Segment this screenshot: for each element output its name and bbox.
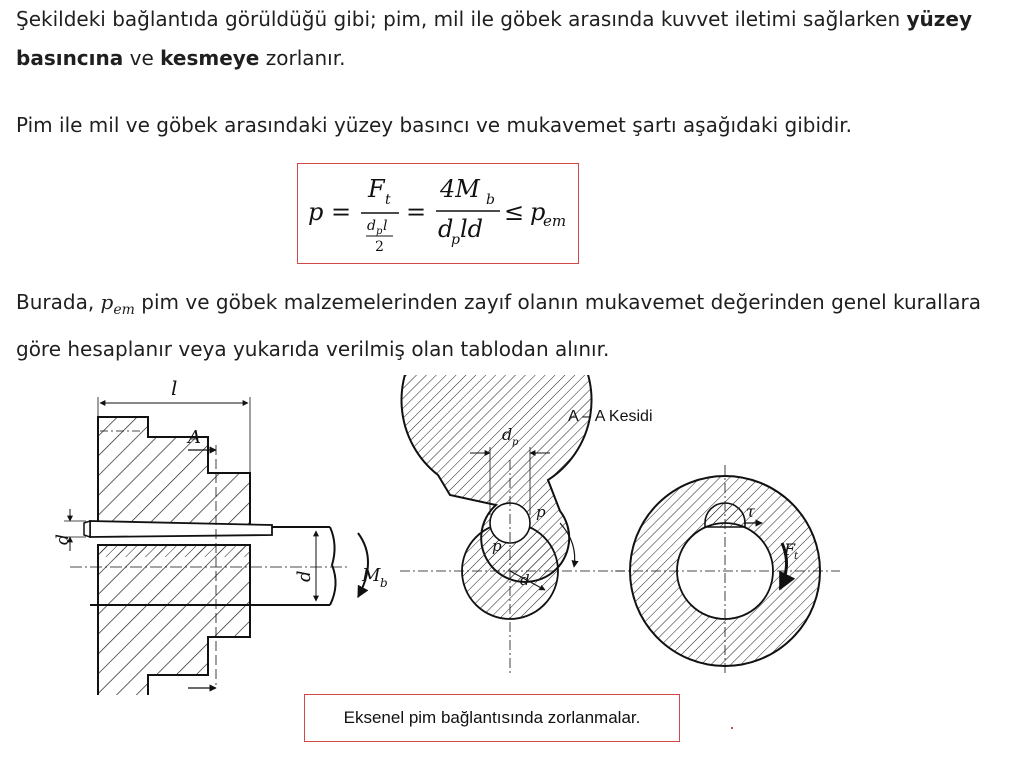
formula-pem-sub: em	[543, 212, 566, 230]
label-p-upper: p	[536, 503, 546, 521]
formula-pem: p	[530, 198, 545, 226]
label-Ft: F	[783, 540, 796, 559]
label-dp-top-sub: p	[512, 437, 519, 448]
label-dp-top: d	[502, 425, 512, 444]
section-title: A – A Kesidi	[568, 408, 653, 425]
formula-two: 2	[375, 239, 384, 255]
section-view-shear	[615, 465, 840, 675]
figure-caption: Eksenel pim bağlantısında zorlanmalar.	[304, 694, 680, 742]
label-Mb: M	[361, 565, 381, 586]
explanation-paragraph: Burada, pem pim ve göbek malzemelerinden…	[16, 290, 981, 361]
label-tau: τ	[746, 502, 756, 521]
formula-le: ≤	[504, 198, 524, 226]
formula-p: p	[308, 198, 323, 226]
formula-dpl-sub: p	[376, 226, 383, 237]
formula-4Mb: 4M	[439, 175, 481, 203]
formula-Ft: F	[367, 175, 386, 203]
formula-eq1: =	[331, 198, 351, 226]
condition-paragraph: Pim ile mil ve göbek arasındaki yüzey ba…	[16, 113, 853, 137]
label-p-lower: p	[492, 537, 502, 555]
red-dot-marker	[731, 727, 733, 729]
bold-term-surface-pressure: yüzey basıncına	[16, 7, 973, 70]
label-dp-left: d	[53, 534, 73, 545]
label-A-top: A	[186, 427, 201, 448]
intro-paragraph: Şekildeki bağlantıda görüldüğü gibi; pim…	[16, 7, 973, 70]
symbol-pem: pem	[100, 290, 135, 318]
formula-dpl: d	[367, 218, 376, 234]
formula-dpl-l: l	[383, 218, 387, 234]
formula-box: p = F t d p l 2 = 4M b d p ld ≤ p em	[297, 163, 579, 264]
label-l: l	[171, 376, 177, 400]
formula-eq2: =	[406, 198, 426, 226]
bold-term-shear: kesmeye	[160, 46, 260, 70]
formula-dpld-sub: p	[451, 232, 460, 248]
caption-text: Eksenel pim bağlantısında zorlanmalar.	[343, 708, 641, 727]
side-view	[64, 397, 369, 695]
label-d: d	[294, 570, 315, 582]
label-d-circle: d	[520, 571, 530, 589]
pin-connection-figure: l A A d d M b A – A Kesidi d p p p d	[53, 375, 840, 695]
label-Ft-sub: t	[794, 551, 799, 562]
formula-Ft-sub: t	[385, 192, 391, 208]
formula-4Mb-sub: b	[486, 192, 495, 208]
formula-dpld-rest: ld	[460, 215, 483, 243]
formula-dpld: d	[438, 215, 453, 243]
label-Mb-sub: b	[380, 576, 388, 590]
section-view-pressure	[400, 375, 625, 675]
pressure-formula: p = F t d p l 2 = 4M b d p ld ≤ p em	[308, 175, 566, 255]
